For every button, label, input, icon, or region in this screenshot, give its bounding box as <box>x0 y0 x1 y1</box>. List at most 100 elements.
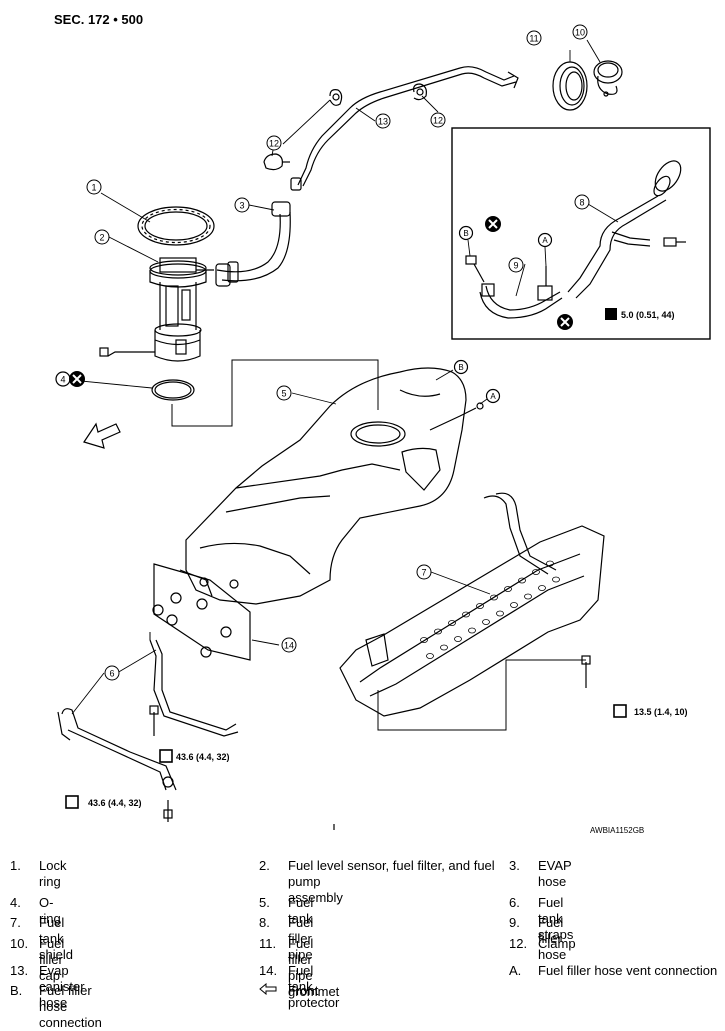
torque-label-2: 13.5 (1.4, 10) <box>634 707 688 717</box>
do-not-reuse-cross <box>72 374 82 384</box>
fuel-tank-shield-part <box>339 492 605 717</box>
front-arrow-icon <box>259 982 277 999</box>
evap-canister-hose-part <box>290 66 519 191</box>
shield-hole <box>510 602 518 608</box>
callout-number: 4 <box>60 375 65 385</box>
legend-text: Fuel filler cap <box>39 936 65 983</box>
strap-bolt-parts <box>149 705 174 822</box>
shield-hole <box>504 586 512 592</box>
legend-number: 14. <box>259 963 278 978</box>
letter-callout: B <box>463 229 468 238</box>
callout-number: 12 <box>269 139 279 149</box>
legend-text: Fuel level sensor, fuel filter, and fuel <box>288 858 495 873</box>
shield-hole <box>426 653 434 659</box>
fuel-tank-part <box>185 367 484 605</box>
legend-text: Fuel filler pipe <box>288 915 314 962</box>
filler-pipe-grommet-part <box>552 61 588 111</box>
legend-text: Fuel tank straps <box>538 895 574 942</box>
do-not-reuse-cross <box>560 317 570 327</box>
shield-hole <box>482 619 490 625</box>
callout-number: 13 <box>378 117 388 127</box>
torque-wrench-icon <box>605 308 617 320</box>
shield-hole <box>420 637 428 643</box>
letter-callout-circle <box>458 225 474 241</box>
callout-circle <box>266 135 282 151</box>
shield-hole <box>538 585 546 591</box>
letter-callout-circle <box>485 388 501 404</box>
callout-number: 3 <box>239 201 244 211</box>
callout-number: 10 <box>575 28 585 38</box>
legend-text: EVAP hose <box>538 858 572 889</box>
shield-hole <box>532 569 540 575</box>
fuel-filler-pipe-part <box>567 160 686 299</box>
callout-circle <box>276 385 292 401</box>
shield-bolt-part <box>581 655 591 688</box>
shield-hole <box>518 577 526 584</box>
front-arrow-icon <box>83 422 121 449</box>
legend-text: Evap canister hose <box>39 963 85 1010</box>
section-title: SEC. 172 • 500 <box>54 12 144 27</box>
callout-circle <box>416 564 432 580</box>
shield-hole <box>448 620 456 626</box>
callout-circle <box>572 24 588 40</box>
fuel-filler-hose-part <box>465 255 563 319</box>
shield-hole <box>524 593 532 600</box>
legend-text: Fuel filler hose connection <box>39 983 102 1030</box>
legend-text: Fuel tank protector <box>288 963 340 1010</box>
callout-circle <box>281 637 297 653</box>
callout-circle <box>574 194 590 210</box>
protector-bolt-parts <box>152 577 239 658</box>
o-ring-part <box>151 379 195 401</box>
shield-hole <box>434 628 442 635</box>
letter-callout: A <box>490 392 496 401</box>
parts-legend: 1. Lock ring 2. Fuel level sensor, fuel … <box>0 850 725 1030</box>
fuel-tank-straps-part <box>57 639 239 791</box>
legend-text: Fuel tank shield <box>39 915 73 962</box>
torque-wrench-icon <box>159 749 173 763</box>
shield-hole <box>496 610 504 617</box>
torque-labels: 5.0 (0.51, 44) 13.5 (1.4, 10) 43.6 (4.4,… <box>65 308 688 809</box>
legend-number: 11. <box>259 936 277 951</box>
shield-hole <box>476 603 484 609</box>
torque-label-3: 43.6 (4.4, 32) <box>176 752 230 762</box>
legend-number: B. <box>10 983 23 998</box>
callout-number: 9 <box>513 261 518 271</box>
callout-number: 11 <box>529 34 538 44</box>
legend-text: O-ring <box>39 895 61 926</box>
shield-hole <box>546 560 554 567</box>
inset-frame <box>451 127 711 340</box>
connector-lines <box>149 359 586 731</box>
callout-leaders <box>70 39 619 715</box>
torque-wrench-icon <box>65 795 79 809</box>
legend-number: 1. <box>10 858 21 873</box>
callout-circle <box>375 113 391 129</box>
fuel-filler-cap-part <box>593 60 623 97</box>
legend-text: Clamp <box>538 936 576 951</box>
torque-wrench-icon <box>613 704 627 718</box>
callout-number: 12 <box>433 116 443 126</box>
legend-number: 10. <box>10 936 29 951</box>
legend-text: Fuel filler pipe grommet <box>288 936 340 999</box>
callout-number: 1 <box>91 183 96 193</box>
letter-callout-circle <box>537 232 553 248</box>
shield-hole <box>454 636 462 642</box>
fuel-pump-assembly-part <box>99 257 214 362</box>
letter-callout: B <box>458 363 463 372</box>
torque-label-4: 43.6 (4.4, 32) <box>88 798 142 808</box>
callout-number: 6 <box>109 669 114 679</box>
legend-number: 5. <box>259 895 270 910</box>
callout-number: 14 <box>284 641 294 651</box>
callout-circle <box>508 257 524 273</box>
callout-number: 7 <box>421 568 426 578</box>
letter-callout: A <box>542 236 548 245</box>
lock-ring-part <box>137 206 215 246</box>
legend-number: 4. <box>10 895 21 910</box>
shield-hole <box>552 576 560 583</box>
legend-text: Fuel tank <box>288 895 314 926</box>
evap-hose-part <box>215 201 291 287</box>
shield-hole <box>468 627 476 634</box>
legend-number: 13. <box>10 963 29 978</box>
callout-circle <box>234 197 250 213</box>
